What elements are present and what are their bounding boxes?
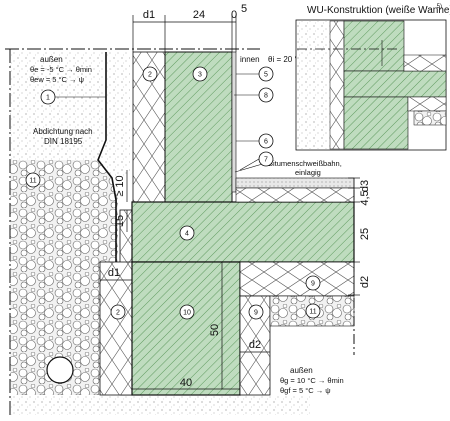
- marker-label: 9: [254, 310, 258, 317]
- dim-d1-top: d1: [143, 9, 155, 21]
- marker-circle: [248, 304, 264, 320]
- inset-soil: [297, 21, 332, 149]
- floor-insulation: [235, 187, 355, 203]
- marker-label: 2: [148, 72, 152, 79]
- dim-ge10: ≥ 10: [114, 175, 126, 196]
- membrane-line2: einlagig: [295, 168, 321, 177]
- inside-label: innen: [240, 55, 260, 64]
- marker-label: 4: [185, 231, 189, 238]
- marker-label: 5: [264, 72, 268, 79]
- marker-circle: [179, 304, 195, 320]
- marker-label: 11: [29, 178, 36, 185]
- inset-insul-left: [329, 20, 345, 150]
- drain-pipe: [46, 356, 74, 384]
- dim-plaster-sup: 5: [241, 3, 247, 15]
- marker-label: 11: [309, 309, 316, 316]
- dim-d2-right: d2: [359, 276, 371, 288]
- dim-15: 15: [114, 215, 126, 227]
- outside-bottom-label: außen: [290, 366, 313, 375]
- marker-circle: [179, 225, 195, 241]
- dim-d3: d3: [359, 180, 371, 192]
- marker-circle: [305, 303, 321, 319]
- floor-screed: [235, 177, 355, 189]
- inset-under-insul: [407, 96, 447, 112]
- floor-slab: [131, 201, 355, 263]
- inner-plaster: [231, 51, 237, 193]
- perimeter-insulation-foundation: [99, 261, 133, 396]
- marker-label: 9: [311, 281, 315, 288]
- dim-wall-24: 24: [193, 9, 205, 21]
- marker-circle: [110, 304, 126, 320]
- under-slab-insulation: [239, 261, 355, 297]
- marker-label: 8: [264, 93, 268, 100]
- inset-detail: [295, 19, 447, 151]
- soil-bottom: [10, 395, 310, 415]
- outside-bottom-line1: θg = 10 °C → θmin: [280, 376, 344, 385]
- marker-label: 1: [46, 95, 50, 102]
- membrane-line1: Bitumenschweißbahn,: [268, 159, 342, 168]
- dimension-lines: [100, 15, 360, 390]
- marker-circle: [25, 172, 41, 188]
- marker-leaders: [55, 73, 260, 171]
- dim-40: 40: [180, 377, 192, 389]
- inset-floor-insul: [403, 54, 447, 72]
- under-slab-insulation-side: [239, 295, 271, 396]
- marker-circle: [305, 275, 321, 291]
- inset-title: WU-Konstruktion (weiße Wanne): [307, 5, 450, 16]
- gravel-backfill: [10, 160, 118, 400]
- soil-top-left: [10, 52, 130, 177]
- markers: 1 2 3 4 5 6 7 8 9 10 11 2 9 11: [25, 66, 321, 320]
- waterproofing-line: [97, 52, 117, 395]
- marker-label: 6: [264, 139, 268, 146]
- inside-temp: θi = 20 °C: [268, 55, 304, 64]
- dim-d1-mid: d1: [108, 267, 120, 279]
- inset-slab: [343, 70, 447, 98]
- outside-bottom-line2: θgf = 5 °C → ψ: [280, 386, 331, 395]
- marker-label: 10: [183, 310, 191, 317]
- dim-50: 50: [209, 324, 221, 336]
- inset-wall: [343, 20, 405, 72]
- marker-label: 3: [198, 72, 202, 79]
- dim-25: 25: [359, 228, 371, 240]
- inset-foundation: [343, 96, 409, 150]
- outside-top-line2: θew = 5 °C → ψ: [30, 75, 84, 84]
- inset-title-sup: 5): [437, 4, 442, 10]
- marker-label: 2: [116, 310, 120, 317]
- inset-gravel: [413, 110, 447, 126]
- marker-label: 7: [264, 157, 268, 164]
- marker-circle: [192, 66, 208, 82]
- membrane-leader: [234, 162, 267, 173]
- outside-top-label: außen: [40, 55, 63, 64]
- strip-foundation: [131, 261, 241, 396]
- dim-d2-low: d2: [249, 339, 261, 351]
- waterproofing-line2: DIN 18195: [44, 137, 83, 146]
- dim-plaster-0: 0: [231, 9, 237, 21]
- outside-top-line1: θe = -5 °C → θmin: [30, 65, 92, 74]
- dim-4-5: 4,5: [359, 190, 371, 205]
- waterproofing-line1: Abdichtung nach: [33, 127, 93, 136]
- marker-circle: [142, 66, 158, 82]
